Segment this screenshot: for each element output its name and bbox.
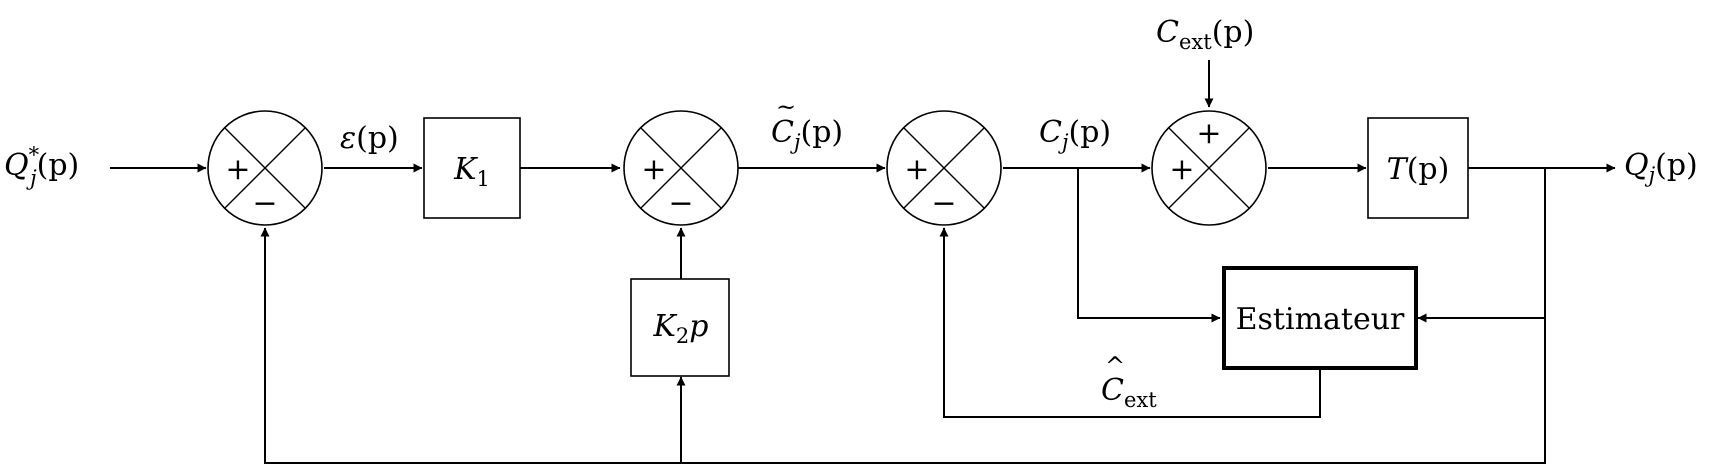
chat-text: Cext [1101, 373, 1157, 412]
k1-label: K1 [453, 152, 490, 191]
summing-junction-1: + − [207, 110, 323, 226]
k2p-label: K2p [652, 309, 708, 348]
s2-left-sign: + [641, 152, 666, 187]
wire-estimator-to-s3 [939, 227, 1321, 418]
ctilde-accent: ~ [776, 93, 796, 121]
block-k2p: K2p [630, 278, 730, 377]
chat-accent: ^ [1105, 352, 1125, 380]
block-estimator: Estimateur [1222, 266, 1418, 370]
label-qout: Qj(p) [1624, 148, 1698, 187]
s3-bottom-sign: − [931, 186, 956, 221]
s1-bottom-sign: − [252, 186, 277, 221]
block-k1: K1 [423, 117, 521, 219]
label-cext: Cext(p) [1156, 15, 1254, 54]
wire-main-feedback [260, 227, 1546, 464]
summing-junction-2: + − [623, 110, 739, 226]
tp-label: T(p) [1387, 152, 1450, 187]
block-tp: T(p) [1367, 117, 1469, 219]
wires [110, 60, 1616, 464]
estimator-label: Estimateur [1236, 302, 1405, 337]
ctilde-text: Cj(p) [771, 115, 843, 154]
summing-junction-3: + − [886, 110, 1002, 226]
s1-left-sign: + [225, 152, 250, 187]
label-qref: Q*j(p) [4, 143, 79, 190]
label-epsilon: ε(p) [340, 121, 399, 156]
label-cj: Cj(p) [1039, 115, 1111, 154]
wire-cj-to-estimator [1077, 168, 1221, 323]
s3-left-sign: + [904, 152, 929, 187]
s4-top-sign: + [1196, 116, 1221, 151]
s2-bottom-sign: − [668, 186, 693, 221]
label-chat: ^ Cext [1101, 352, 1157, 412]
s4-left-sign: + [1169, 152, 1194, 187]
summing-junction-4: + + [1151, 110, 1267, 226]
label-ctilde: ~ Cj(p) [771, 93, 843, 154]
